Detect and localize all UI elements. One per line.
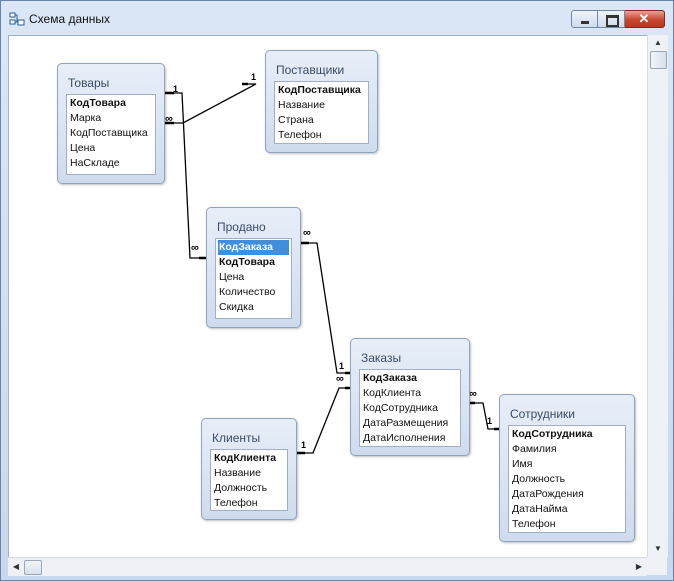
horizontal-scrollbar[interactable]: ◀ ▶ bbox=[8, 557, 647, 576]
diagram-canvas[interactable]: 1 ∞ 1 ∞ ∞ 1 ∞ 1 ∞ 1 Товары КодТовара Мар… bbox=[8, 35, 648, 559]
cardinality-one: 1 bbox=[487, 416, 493, 426]
title-bar[interactable]: Схема данных ✕ bbox=[1, 1, 673, 35]
field-item[interactable]: Страна bbox=[278, 114, 314, 126]
field-item[interactable]: КодТовара bbox=[219, 256, 275, 268]
scroll-left-icon[interactable]: ◀ bbox=[12, 562, 20, 571]
rel-line-clients-orders bbox=[305, 387, 345, 454]
field-item[interactable]: Фамилия bbox=[512, 443, 557, 455]
field-item[interactable]: Цена bbox=[219, 271, 245, 283]
field-item[interactable]: Название bbox=[214, 467, 261, 479]
field-item[interactable]: КодКлиента bbox=[363, 387, 422, 399]
table-title: Продано bbox=[217, 220, 266, 234]
table-title: Поставщики bbox=[276, 63, 345, 77]
close-icon: ✕ bbox=[638, 11, 650, 26]
vertical-scrollbar[interactable]: ▲ ▼ bbox=[647, 35, 668, 557]
field-item[interactable]: КодСотрудника bbox=[512, 428, 593, 440]
vertical-scroll-thumb[interactable] bbox=[650, 51, 667, 69]
field-list: КодПоставщика Название Страна Телефон bbox=[274, 81, 369, 144]
cardinality-one: 1 bbox=[339, 361, 345, 371]
field-list: КодЗаказа КодКлиента КодСотрудника ДатаР… bbox=[359, 369, 461, 447]
field-item[interactable]: Должность bbox=[214, 482, 268, 494]
cardinality-many: ∞ bbox=[469, 388, 477, 400]
field-item[interactable]: Количество bbox=[219, 286, 276, 298]
close-button[interactable]: ✕ bbox=[625, 10, 665, 28]
field-item[interactable]: КодСотрудника bbox=[363, 402, 438, 414]
minimize-icon bbox=[581, 21, 589, 24]
field-item[interactable]: Цена bbox=[70, 142, 96, 154]
relationships-app-icon bbox=[9, 12, 25, 26]
rel-line-sold-orders bbox=[309, 242, 345, 374]
maximize-button[interactable] bbox=[598, 10, 625, 28]
field-item-selected[interactable]: КодЗаказа bbox=[218, 240, 289, 255]
field-item[interactable]: ДатаИсполнения bbox=[363, 432, 446, 444]
table-tovary[interactable]: Товары КодТовара Марка КодПоставщика Цен… bbox=[57, 63, 165, 184]
field-item[interactable]: Марка bbox=[70, 112, 102, 124]
field-item[interactable]: НаСкладе bbox=[70, 157, 120, 169]
table-title: Сотрудники bbox=[510, 407, 575, 421]
cardinality-one: 1 bbox=[173, 84, 179, 94]
field-item[interactable]: Телефон bbox=[214, 497, 258, 509]
table-prodano[interactable]: Продано КодЗаказа КодТовара Цена Количес… bbox=[206, 207, 301, 328]
field-list: КодТовара Марка КодПоставщика Цена НаСкл… bbox=[66, 94, 156, 175]
rel-line-suppliers-products bbox=[174, 83, 257, 124]
table-postavshchiki[interactable]: Поставщики КодПоставщика Название Страна… bbox=[265, 50, 378, 153]
field-item[interactable]: ДатаНайма bbox=[512, 503, 568, 515]
field-item[interactable]: Название bbox=[278, 99, 325, 111]
field-item[interactable]: Телефон bbox=[512, 518, 556, 530]
window-title: Схема данных bbox=[29, 12, 111, 26]
scroll-right-icon[interactable]: ▶ bbox=[635, 562, 643, 571]
field-list: КодСотрудника Фамилия Имя Должность Дата… bbox=[508, 425, 626, 533]
table-zakazy[interactable]: Заказы КодЗаказа КодКлиента КодСотрудник… bbox=[350, 338, 470, 456]
cardinality-one: 1 bbox=[301, 440, 307, 450]
field-item[interactable]: Имя bbox=[512, 458, 533, 470]
field-item[interactable]: КодТовара bbox=[70, 97, 126, 109]
scroll-down-icon[interactable]: ▼ bbox=[654, 544, 662, 553]
field-item[interactable]: ДатаРождения bbox=[512, 488, 584, 500]
maximize-icon bbox=[606, 15, 619, 27]
field-list: КодКлиента Название Должность Телефон bbox=[210, 449, 288, 511]
field-item[interactable]: ДатаРазмещения bbox=[363, 417, 449, 429]
field-item[interactable]: Скидка bbox=[219, 301, 254, 313]
cardinality-many: ∞ bbox=[336, 373, 344, 385]
minimize-button[interactable] bbox=[571, 10, 598, 28]
field-item[interactable]: КодПоставщика bbox=[278, 84, 361, 96]
table-title: Заказы bbox=[361, 351, 402, 365]
table-title: Товары bbox=[68, 76, 110, 90]
field-item[interactable]: Должность bbox=[512, 473, 566, 485]
cardinality-many: ∞ bbox=[303, 227, 311, 239]
rel-line-employees-orders bbox=[475, 402, 494, 430]
field-item[interactable]: КодПоставщика bbox=[70, 127, 148, 139]
cardinality-many: ∞ bbox=[191, 242, 199, 254]
field-item[interactable]: КодЗаказа bbox=[363, 372, 417, 384]
field-list: КодЗаказа КодТовара Цена Количество Скид… bbox=[215, 238, 292, 319]
field-item[interactable]: Телефон bbox=[278, 129, 322, 141]
scrollbar-corner bbox=[647, 557, 667, 575]
relationship-lines bbox=[164, 82, 500, 455]
table-title: Клиенты bbox=[212, 431, 261, 445]
table-klienty[interactable]: Клиенты КодКлиента Название Должность Те… bbox=[201, 418, 297, 520]
cardinality-many: ∞ bbox=[165, 113, 173, 125]
cardinality-one: 1 bbox=[251, 72, 257, 82]
rel-line-products-sold bbox=[174, 92, 199, 259]
table-sotrudniki[interactable]: Сотрудники КодСотрудника Фамилия Имя Дол… bbox=[499, 394, 635, 542]
field-item[interactable]: КодКлиента bbox=[214, 452, 277, 464]
horizontal-scroll-thumb[interactable] bbox=[24, 560, 42, 575]
scroll-up-icon[interactable]: ▲ bbox=[654, 38, 662, 47]
